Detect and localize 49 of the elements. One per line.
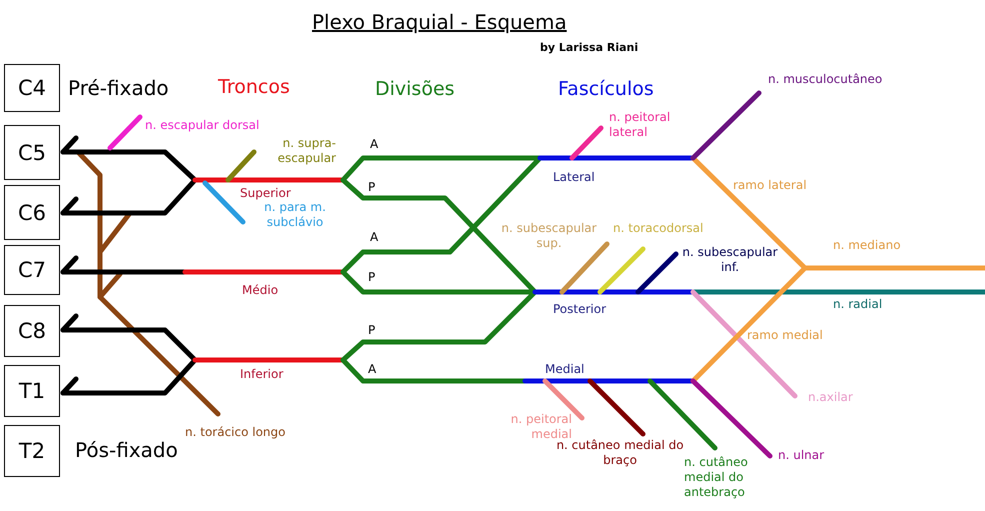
cord-label: Lateral — [553, 170, 595, 185]
fixation-label: Pré-fixado — [68, 76, 169, 100]
level-label: C5 — [18, 140, 46, 164]
diagram-title: Plexo Braquial - Esquema — [312, 10, 567, 34]
nerve-label: n. toracodorsal — [613, 221, 704, 236]
level-label: C6 — [18, 200, 46, 224]
column-heading: Troncos — [218, 76, 290, 99]
nerve-label: n. mediano — [833, 238, 901, 253]
division-letter: P — [368, 180, 376, 195]
author-credit: by Larissa Riani — [540, 40, 638, 55]
trunk-label: Médio — [242, 283, 278, 298]
division-letter: A — [370, 137, 378, 152]
level-label: C7 — [18, 258, 46, 282]
fixation-label: Pós-fixado — [75, 438, 178, 462]
column-heading: Divisões — [375, 78, 455, 101]
level-label: T2 — [18, 439, 46, 463]
cord-label: Posterior — [553, 302, 606, 317]
cord-label: Medial — [545, 362, 584, 377]
division-letter: P — [368, 270, 376, 285]
trunk-label: Inferior — [240, 367, 284, 382]
vertebral-level-box — [4, 64, 60, 112]
nerve-label: n. subescapular sup. — [500, 221, 598, 251]
column-heading: Fascículos — [558, 78, 654, 101]
vertebral-level-box — [4, 125, 60, 180]
nerve-label: n. torácico longo — [185, 425, 286, 440]
division-letter: A — [370, 230, 378, 245]
vertebral-level-box — [4, 425, 60, 477]
nerve-label: n. subescapular inf. — [681, 245, 779, 275]
division-letter: P — [368, 323, 376, 338]
vertebral-level-box — [4, 185, 60, 240]
nerve-label: n. supra-escapular — [276, 136, 336, 166]
nerve-label: n. musculocutâneo — [768, 72, 882, 87]
level-label: T1 — [18, 379, 46, 403]
nerve-label: ramo medial — [747, 328, 823, 343]
nerve-label: n. cutâneo medial do antebraço — [684, 455, 749, 500]
vertebral-level-box — [4, 365, 60, 417]
nerve-label: n.axilar — [808, 390, 853, 405]
nerve-label: n. escapular dorsal — [145, 118, 260, 133]
vertebral-level-box — [4, 305, 60, 357]
level-label: C8 — [18, 319, 46, 343]
nerve-label: n. peitoral lateral — [609, 110, 672, 140]
division-letter: A — [368, 362, 376, 377]
trunk-label: Superior — [240, 186, 291, 201]
nerve-label: ramo lateral — [733, 178, 807, 193]
nerve-label: n. radial — [833, 297, 882, 312]
level-label: C4 — [18, 76, 46, 100]
vertebral-level-box — [4, 245, 60, 295]
nerve-label: n. ulnar — [778, 448, 824, 463]
nerve-label: n. para m. subclávio — [263, 200, 327, 230]
